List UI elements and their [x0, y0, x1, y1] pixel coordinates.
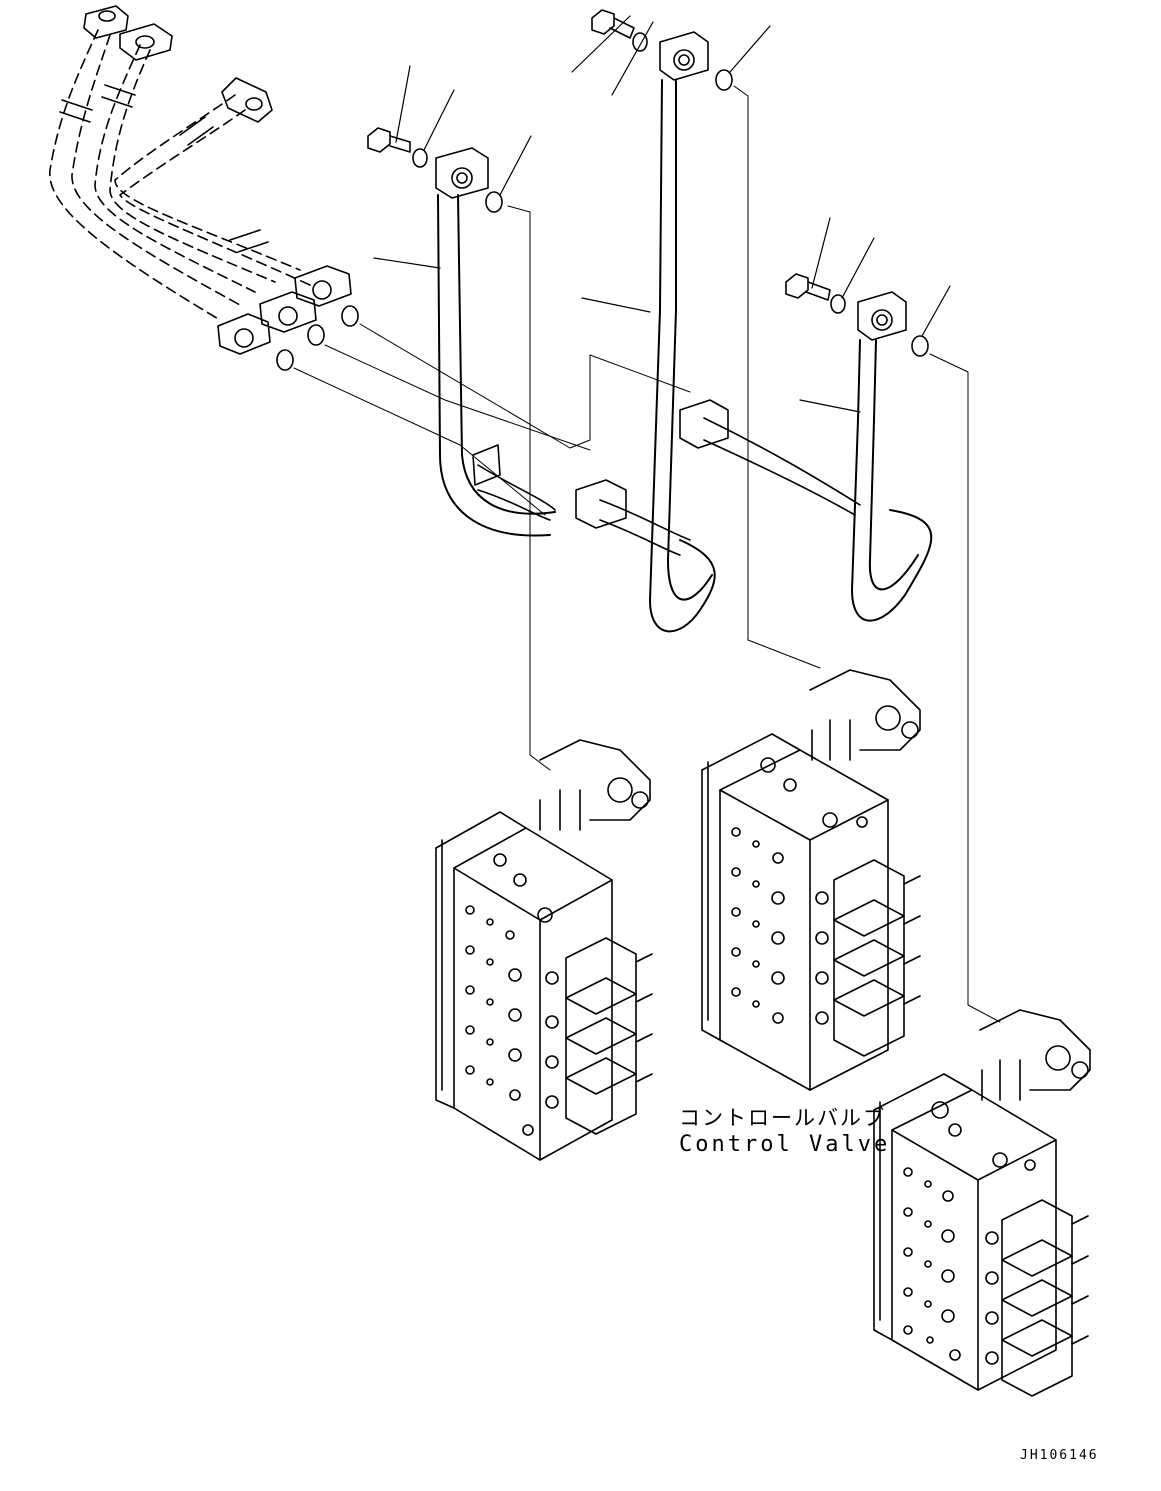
phantom-hoses	[49, 5, 691, 516]
drawing-id: JH106146	[1020, 1448, 1099, 1463]
control-valve-middle	[701, 669, 921, 1091]
control-valve-left	[435, 739, 653, 1161]
caption-japanese: コントロールバルブ	[679, 1106, 886, 1130]
tube-assembly-3	[679, 217, 1001, 1023]
tube-assembly-2	[571, 9, 821, 669]
control-valve-right	[873, 1009, 1091, 1397]
tube-assembly-1	[367, 65, 556, 771]
caption-english: Control Valve	[679, 1132, 891, 1157]
